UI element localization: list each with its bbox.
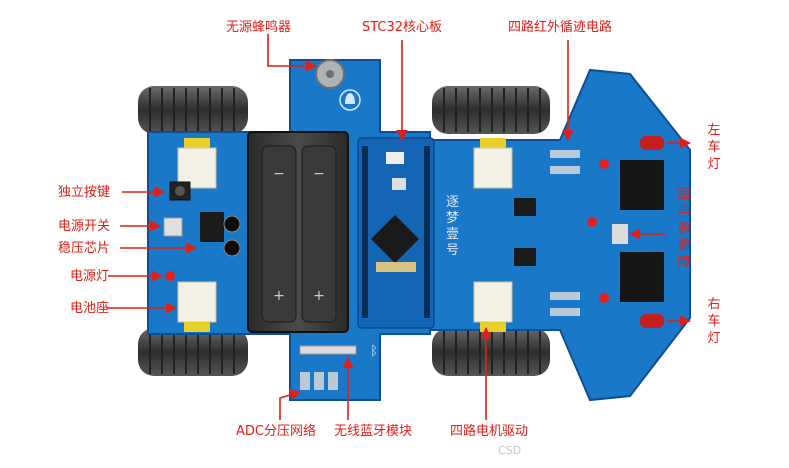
status-led-bottom [599,293,609,303]
arrow-buzzer [267,34,318,72]
board-logo-char: 号 [446,243,459,258]
label-adc: ADC分压网络 [236,424,316,439]
label-right-light-char-1: 右 [707,297,721,312]
board-logo-char: 逐 [446,195,459,210]
right-headlight [640,314,664,328]
regulator-chip [200,212,241,257]
label-left-light-char-1: 左 [707,123,721,138]
label-ultrasonic-char-4: 避 [677,238,691,253]
label-regulator: 稳压芯片 [58,241,111,256]
label-stc-board: STC32核心板 [362,20,443,35]
annotation-arrows [106,34,692,420]
wheel-rear-left [138,328,248,376]
ir-sensor-array [550,150,580,316]
label-power-led: 电源灯 [70,269,110,284]
watermark: CSD [498,444,522,457]
label-power-switch: 电源开关 [58,219,111,234]
label-battery: 电池座 [70,301,110,316]
label-ultrasonic-char-1: 超 [677,187,691,202]
wheel-front-left [138,86,248,134]
buzzer-component [315,59,345,89]
left-headlight [640,136,664,150]
svg-text:+: + [273,288,285,304]
bluetooth-module: ᛒ [299,344,378,359]
power-switch [163,217,183,237]
push-button [169,181,191,201]
motor-module-fr [473,138,513,189]
svg-text:逐梦壹号: 逐梦壹号 [446,195,459,258]
label-left-light: 左 车 灯 [706,122,722,173]
arrow-adc [279,389,302,420]
motor-module-rr [473,281,513,332]
board-logo-char: 壹 [446,227,459,242]
motor-module-rl [177,281,217,332]
svg-text:+: + [313,288,325,304]
svg-text:−: − [313,166,325,182]
power-led [165,271,175,281]
label-bluetooth: 无线蓝牙模块 [334,424,413,439]
label-buzzer: 无源蜂鸣器 [226,20,292,35]
ultrasonic-module [612,160,664,302]
label-right-light-char-2: 车 [707,314,721,329]
label-left-light-char-2: 车 [707,140,721,155]
motor-module-fl [177,138,217,189]
label-right-light: 右 车 灯 [706,296,722,347]
adc-resistor-network [300,372,338,390]
status-led-mid [587,217,597,227]
battery-holder: − − + + [247,131,349,333]
wheel-front-right [432,86,550,134]
board-logo-char: 梦 [446,211,459,226]
label-button: 独立按键 [58,185,111,200]
label-right-light-char-3: 灯 [707,331,721,346]
label-ultrasonic-char-5: 障 [677,255,691,270]
label-left-light-char-3: 灯 [707,157,721,172]
driver-chip-2 [514,248,536,266]
label-ir-tracking: 四路红外循迹电路 [508,20,613,35]
svg-text:−: − [273,166,285,182]
driver-chip-1 [514,198,536,216]
label-ultrasonic-char-3: 波 [677,221,691,236]
wheel-rear-right [432,328,550,376]
svg-text:ᛒ: ᛒ [370,344,378,359]
label-ultrasonic-char-2: 声 [677,204,691,219]
board-logo: 逐梦壹号 [446,195,459,258]
label-ultrasonic: 超 声 波 避 障 [676,186,692,271]
bell-icon [339,89,361,111]
status-led-top [599,159,609,169]
label-motor-driver: 四路电机驱动 [450,424,529,439]
